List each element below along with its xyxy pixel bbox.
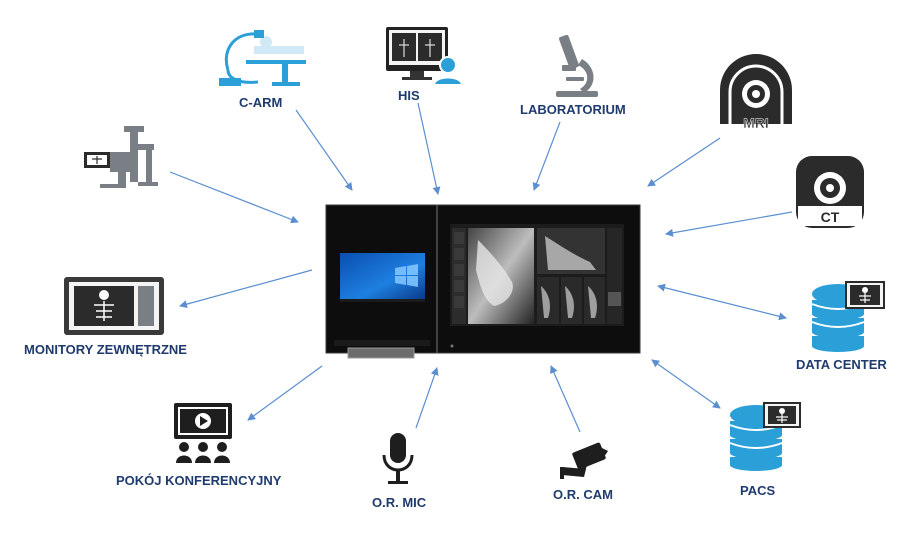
arrow-carm <box>295 109 353 191</box>
arrow-lab <box>532 121 561 191</box>
label-or-cam: O.R. CAM <box>553 487 613 502</box>
camera-icon <box>560 442 608 479</box>
label-monitory-zewnetrzne: MONITORY ZEWNĘTRZNE <box>24 342 187 357</box>
label-or-mic: O.R. MIC <box>372 495 427 510</box>
conference-room-icon <box>174 403 232 463</box>
arrow-pacs <box>651 359 721 409</box>
arrow-conference <box>247 365 323 421</box>
arrow-cam <box>550 365 581 433</box>
mri-scanner-icon: MRI <box>720 54 792 131</box>
label-carm: C-ARM <box>239 95 283 110</box>
mri-icon-text: MRI <box>743 115 769 131</box>
arrow-mri <box>647 137 721 187</box>
label-data-center: DATA CENTER <box>796 357 887 372</box>
ct-scanner-icon: CT <box>796 156 864 228</box>
label-laboratorium: LABORATORIUM <box>520 102 626 117</box>
external-monitor-icon <box>64 277 164 335</box>
arrow-datacenter <box>657 283 787 321</box>
label-his: HIS <box>398 88 420 103</box>
microscope-icon <box>556 34 598 97</box>
microphone-icon <box>382 433 414 484</box>
c-arm-icon <box>219 30 306 86</box>
label-pokoj-konferencyjny: POKÓJ KONFERENCYJNY <box>116 473 282 488</box>
datacenter-database-icon <box>811 281 885 352</box>
arrow-his <box>417 102 441 195</box>
ct-icon-text: CT <box>821 209 840 225</box>
surgical-light-icon <box>84 126 158 188</box>
arrow-ct <box>665 211 793 237</box>
monitor-stand <box>347 347 415 359</box>
arrow-monitors <box>179 269 313 309</box>
his-workstation-icon <box>386 27 464 86</box>
label-pacs: PACS <box>740 483 776 498</box>
pacs-database-icon <box>729 402 801 471</box>
arrow-mic <box>415 367 439 429</box>
connection-arrows <box>169 102 793 433</box>
central-display-unit <box>325 204 641 359</box>
arrow-light <box>169 171 299 224</box>
